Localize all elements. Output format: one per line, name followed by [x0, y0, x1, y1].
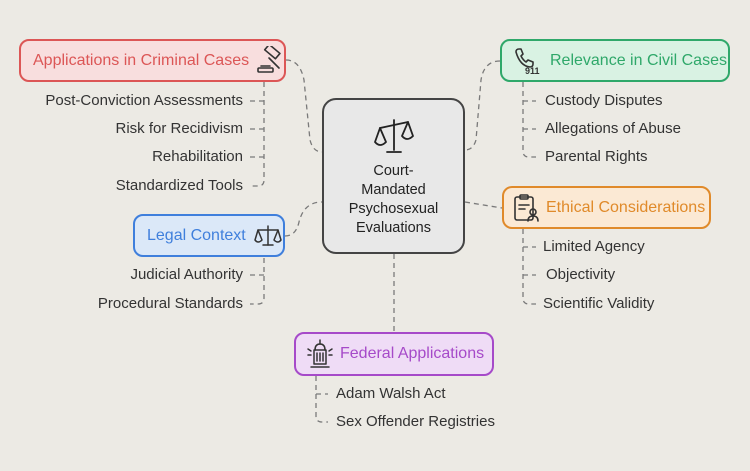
branch-title: Federal Applications — [340, 345, 485, 362]
branch-title: Relevance in Civil Cases — [550, 51, 727, 69]
connector-criminal — [285, 59, 323, 153]
phone-911-icon: 911 — [515, 47, 540, 76]
criminal-item: Post-Conviction Assessments — [45, 92, 243, 109]
svg-text:911: 911 — [525, 66, 540, 76]
branch-federal-applications: Federal Applications — [294, 332, 494, 376]
ethical-item: Scientific Validity — [543, 295, 655, 312]
criminal-item: Risk for Recidivism — [115, 120, 243, 137]
clipboard-person-icon — [514, 193, 539, 222]
central-topic-box: Court- Mandated Psychosexual Evaluations — [322, 98, 465, 254]
branch-title: Legal Context — [147, 226, 246, 244]
criminal-item: Rehabilitation — [152, 148, 243, 165]
civil-item: Parental Rights — [545, 148, 648, 165]
branch-ethical-considerations: Ethical Considerations — [502, 186, 711, 229]
central-title-line: Mandated — [361, 182, 426, 198]
central-title-line: Psychosexual — [348, 201, 439, 217]
civil-item: Custody Disputes — [545, 92, 663, 109]
central-title-line: Court- — [373, 163, 414, 179]
civil-item: Allegations of Abuse — [545, 120, 681, 137]
branch-legal-context: Legal Context — [133, 214, 285, 257]
federal-item: Adam Walsh Act — [336, 385, 446, 402]
connector-civil — [464, 60, 501, 151]
branch-criminal-cases: Applications in Criminal Cases — [19, 39, 286, 82]
federal-item: Sex Offender Registries — [336, 413, 495, 430]
connector-legal — [284, 201, 323, 237]
scales-icon — [253, 224, 282, 246]
ethical-item: Limited Agency — [543, 238, 645, 255]
ethical-item: Objectivity — [546, 266, 616, 283]
branch-civil-cases: 911 Relevance in Civil Cases — [500, 39, 730, 82]
legal-item: Judicial Authority — [130, 266, 243, 283]
branch-title: Ethical Considerations — [546, 198, 706, 216]
capitol-building-icon — [307, 339, 333, 368]
connector-ethical — [464, 201, 503, 209]
legal-item: Procedural Standards — [97, 295, 243, 312]
gavel-icon — [257, 45, 281, 73]
branch-title: Applications in Criminal Cases — [33, 51, 250, 69]
criminal-item: Standardized Tools — [115, 177, 243, 194]
scales-icon — [374, 119, 414, 153]
central-title: Court- Mandated Psychosexual Evaluations — [324, 162, 463, 238]
central-title-line: Evaluations — [356, 220, 431, 236]
